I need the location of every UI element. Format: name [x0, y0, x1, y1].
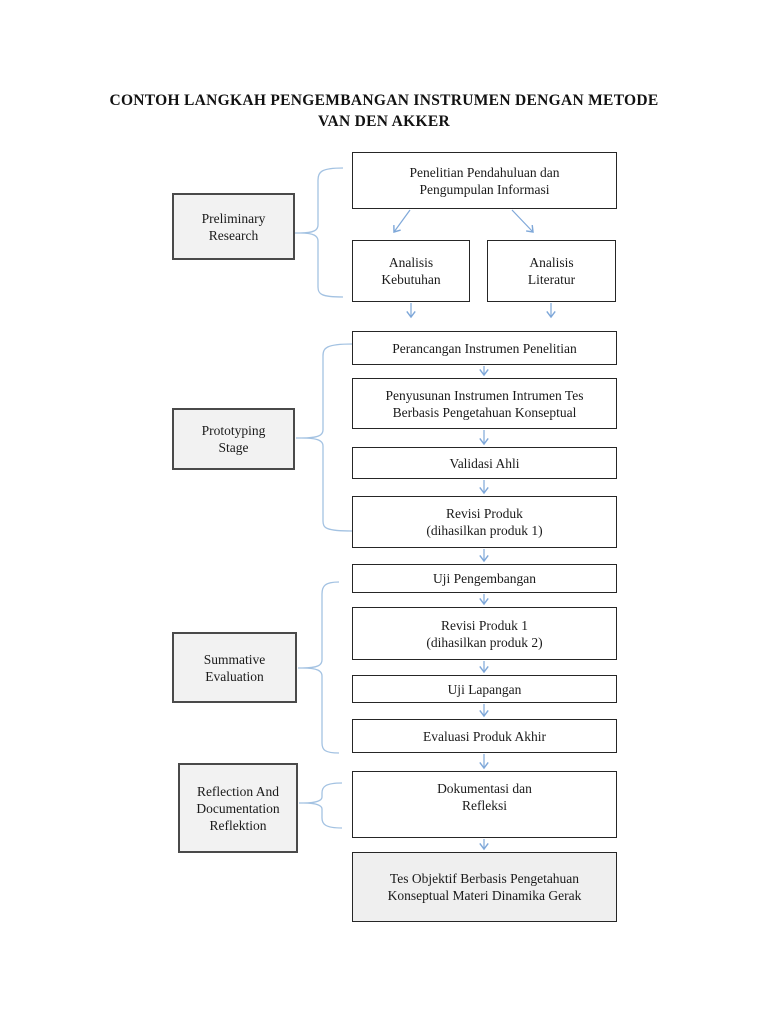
flow-penyusunan-instrumen: Penyusunan Instrumen Intrumen Tes Berbas…: [352, 378, 617, 429]
brace-preliminary: [299, 167, 344, 298]
flow-uji-lapangan: Uji Lapangan: [352, 675, 617, 703]
flow-tes-objektif-final: Tes Objektif Berbasis Pengetahuan Konsep…: [352, 852, 617, 922]
flow-evaluasi-produk-akhir: Evaluasi Produk Akhir: [352, 719, 617, 753]
stage-prototyping: Prototyping Stage: [172, 408, 295, 470]
flow-label: Dokumentasi dan Refleksi: [437, 781, 532, 813]
flow-revisi-produk: Revisi Produk (dihasilkan produk 1): [352, 496, 617, 548]
flow-penelitian-pendahuluan: Penelitian Pendahuluan dan Pengumpulan I…: [352, 152, 617, 209]
stage-label: Preliminary Research: [201, 210, 266, 243]
arrow-penelitian-to-literatur: [511, 209, 534, 233]
stage-label: Summative Evaluation: [203, 651, 266, 684]
flow-analisis-kebutuhan: Analisis Kebutuhan: [352, 240, 470, 302]
flow-label: Validasi Ahli: [449, 455, 520, 471]
flow-dokumentasi-refleksi: Dokumentasi dan Refleksi: [352, 771, 617, 838]
stage-label: Prototyping Stage: [201, 423, 266, 455]
stage-summative-evaluation: Summative Evaluation: [172, 632, 297, 703]
flow-label: Uji Lapangan: [447, 681, 522, 697]
flow-label: Evaluasi Produk Akhir: [423, 728, 546, 744]
flow-analisis-literatur: Analisis Literatur: [487, 240, 616, 302]
flow-uji-pengembangan: Uji Pengembangan: [352, 564, 617, 593]
brace-reflection: [302, 782, 343, 829]
flow-label: Perancangan Instrumen Penelitian: [392, 340, 577, 356]
stage-reflection-documentation: Reflection And Documentation Reflektion: [178, 763, 298, 853]
arrow-penelitian-to-kebutuhan: [393, 209, 411, 233]
flow-revisi-produk-1: Revisi Produk 1 (dihasilkan produk 2): [352, 607, 617, 660]
flow-label: Penelitian Pendahuluan dan Pengumpulan I…: [409, 164, 560, 197]
stage-label: Reflection And Documentation Reflektion: [196, 783, 280, 833]
page-title: CONTOH LANGKAH PENGEMBANGAN INSTRUMEN DE…: [109, 92, 659, 130]
flow-label: Analisis Literatur: [527, 255, 576, 287]
flow-perancangan-instrumen: Perancangan Instrumen Penelitian: [352, 331, 617, 365]
stage-preliminary-research: Preliminary Research: [172, 193, 295, 260]
flow-label: Tes Objektif Berbasis Pengetahuan Konsep…: [387, 871, 582, 903]
flow-label: Revisi Produk (dihasilkan produk 1): [426, 506, 543, 538]
brace-summative: [301, 581, 340, 754]
flow-label: Analisis Kebutuhan: [381, 255, 441, 287]
flow-label: Revisi Produk 1 (dihasilkan produk 2): [426, 617, 543, 650]
flow-label: Penyusunan Instrumen Intrumen Tes Berbas…: [385, 387, 584, 420]
flow-validasi-ahli: Validasi Ahli: [352, 447, 617, 479]
brace-prototyping: [300, 343, 353, 532]
flow-label: Uji Pengembangan: [432, 571, 537, 586]
